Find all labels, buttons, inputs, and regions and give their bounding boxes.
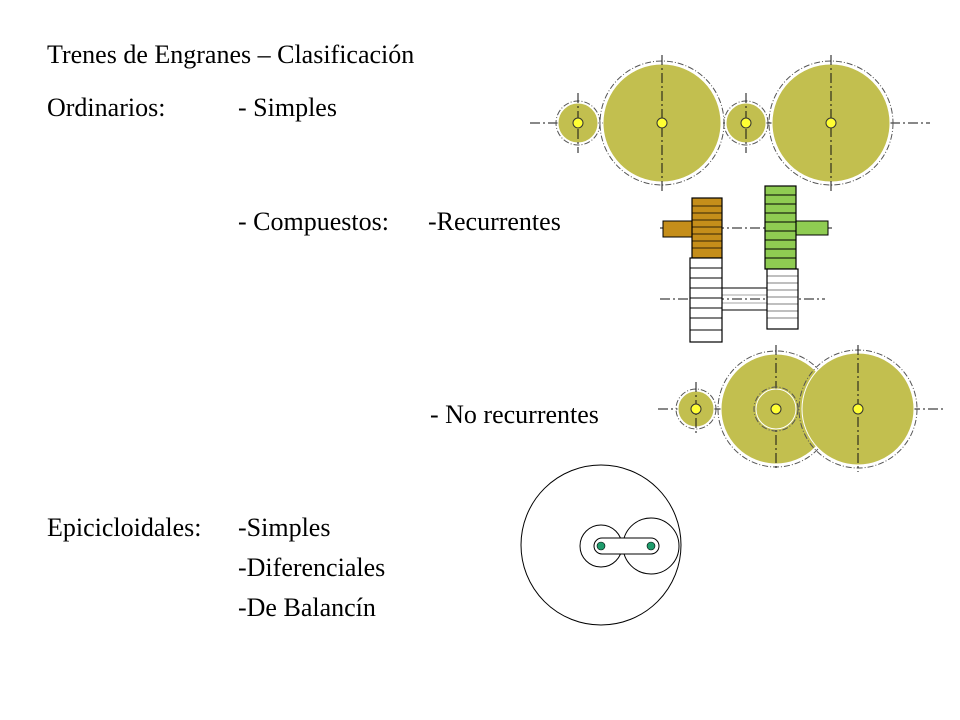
no-recurrentes-label: - No recurrentes bbox=[430, 400, 599, 429]
epicicloidales-balancin: -De Balancín bbox=[238, 593, 376, 622]
gear-small-1 bbox=[555, 93, 601, 153]
simples-label: - Simples bbox=[238, 93, 337, 122]
gear-intermediate-small bbox=[753, 386, 799, 432]
epicicloidales-label: Epicicloidales: bbox=[47, 513, 202, 542]
epicicloidales-simples: -Simples bbox=[238, 513, 331, 542]
simple-gear-train bbox=[530, 55, 930, 192]
compound-nonrecurrent-train bbox=[658, 345, 945, 472]
gear-input-small bbox=[675, 382, 717, 436]
page-title: Trenes de Engranes – Clasificación bbox=[47, 40, 415, 69]
ordinarios-label: Ordinarios: bbox=[47, 93, 166, 122]
carrier-pin-right bbox=[646, 541, 656, 551]
epicicloidales-diferenciales: -Diferenciales bbox=[238, 553, 386, 582]
gear-large-1 bbox=[599, 55, 725, 192]
carrier-pin-left bbox=[596, 541, 606, 551]
compound-recurrent-train bbox=[660, 185, 835, 343]
gear-small-2 bbox=[723, 93, 769, 153]
gear-large-2 bbox=[768, 55, 894, 192]
gear-white-right bbox=[766, 268, 799, 330]
gear-output-large bbox=[798, 345, 918, 472]
gear-green bbox=[764, 185, 829, 270]
gear-orange bbox=[662, 197, 723, 259]
ring-gear bbox=[520, 464, 682, 626]
planet-carrier-arm bbox=[593, 537, 660, 555]
recurrentes-label: -Recurrentes bbox=[428, 207, 561, 236]
epicyclic-train bbox=[520, 464, 682, 626]
compuestos-label: - Compuestos: bbox=[238, 207, 389, 236]
gear-white-left bbox=[689, 257, 723, 343]
